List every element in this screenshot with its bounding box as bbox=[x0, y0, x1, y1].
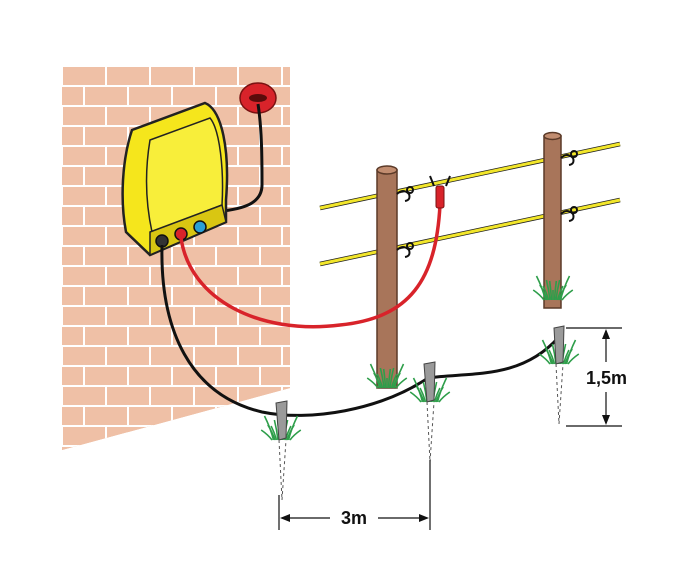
ground-rod-spacing-dimension: 1,5m bbox=[566, 327, 627, 427]
ground-cable bbox=[160, 244, 560, 417]
post-spacing-label: 3m bbox=[341, 508, 367, 528]
grass-tuft bbox=[532, 275, 574, 301]
power-socket-icon bbox=[239, 82, 277, 114]
ground-rod-icon bbox=[423, 361, 436, 463]
wire-clamp bbox=[429, 175, 451, 209]
insulator-icon bbox=[396, 150, 578, 258]
fence-post-icon bbox=[543, 131, 562, 309]
fence-wires bbox=[319, 141, 621, 267]
electric-fence-energizer-icon bbox=[121, 101, 229, 257]
ground-rod-spacing-label: 1,5m bbox=[586, 368, 627, 388]
ground-rod-icon bbox=[553, 325, 565, 425]
fence-connection-cable bbox=[179, 204, 442, 329]
ground-rod-icon bbox=[275, 400, 288, 501]
grass-tuft bbox=[366, 363, 408, 389]
energizer-power-cable bbox=[211, 103, 264, 214]
fence-post-icon bbox=[376, 165, 398, 389]
power-terminal bbox=[193, 220, 207, 234]
post-spacing-dimension: 3m bbox=[278, 460, 431, 530]
